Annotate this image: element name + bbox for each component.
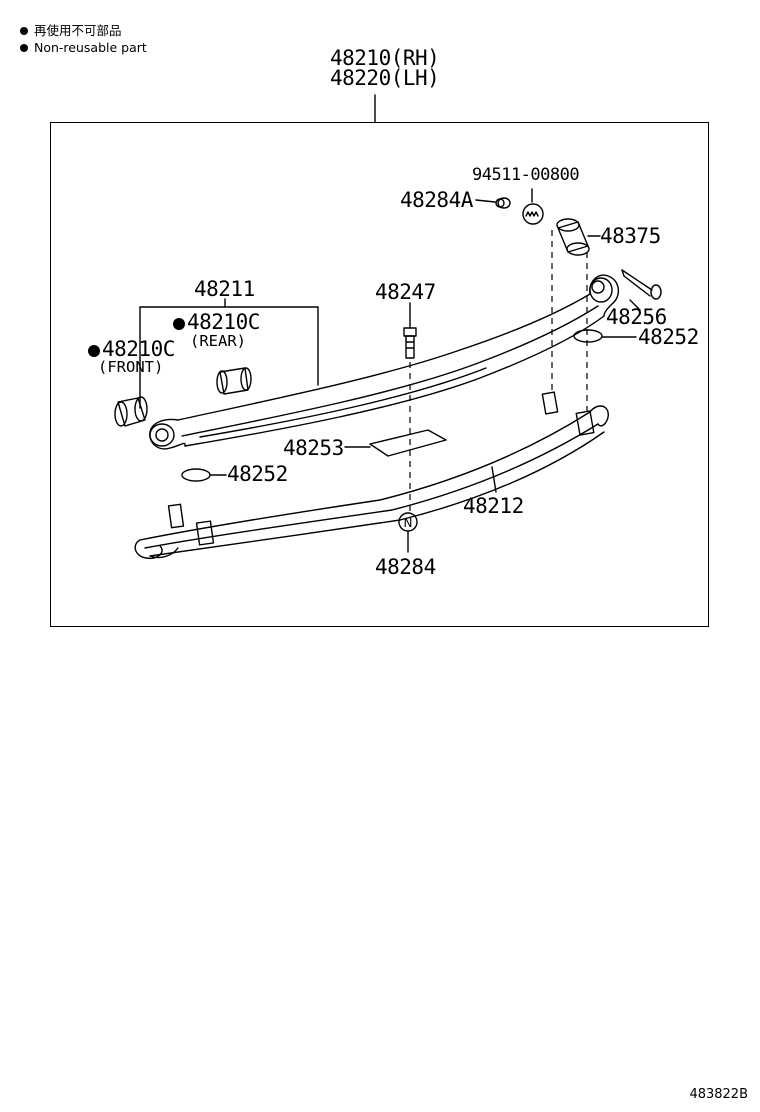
part-label-48284A[interactable]: 48284A xyxy=(400,188,473,212)
part-label-48210C-rear-number: 48210C xyxy=(187,310,260,334)
part-label-48211[interactable]: 48211 xyxy=(194,277,255,301)
rear-bushing xyxy=(216,367,252,395)
bullet-icon xyxy=(20,26,28,35)
assembly-label: 48210(RH) 48220(LH) xyxy=(330,46,440,90)
part-note-rear: (REAR) xyxy=(190,332,246,350)
part-label-48247[interactable]: 48247 xyxy=(375,280,436,304)
leader-48256 xyxy=(629,299,641,311)
legend-row-japanese: 再使用不可部品 xyxy=(20,22,147,39)
diagram-frame xyxy=(50,122,709,627)
part-label-48252-right[interactable]: 48252 xyxy=(638,325,699,349)
bushing-48375 xyxy=(556,218,590,256)
main-leaf xyxy=(149,274,619,450)
nut-94511-00800 xyxy=(522,203,544,225)
nut-48284-circle xyxy=(398,512,418,532)
part-label-94511-00800[interactable]: 94511-00800 xyxy=(472,165,580,185)
legend-text-japanese: 再使用不可部品 xyxy=(34,23,122,38)
assembly-rh-number[interactable]: 48210(RH) xyxy=(330,46,440,70)
legend: 再使用不可部品 Non-reusable part xyxy=(20,22,147,56)
part-note-front: (FRONT) xyxy=(98,358,164,376)
assembly-lh-number[interactable]: 48220(LH) xyxy=(330,66,440,90)
front-bushing xyxy=(114,396,148,427)
disc-48252-right xyxy=(573,329,603,343)
leader-48284A xyxy=(475,199,496,203)
legend-row-english: Non-reusable part xyxy=(20,39,147,56)
plate-48253 xyxy=(369,429,447,457)
part-label-48253[interactable]: 48253 xyxy=(283,436,344,460)
center-bolt-48247 xyxy=(403,327,417,359)
bracket-48211 xyxy=(139,306,319,409)
nut-marker-letter: N xyxy=(404,516,413,530)
part-label-48252-left[interactable]: 48252 xyxy=(227,462,288,486)
reference-code: 483822B xyxy=(689,1087,748,1102)
nut-48284A xyxy=(495,197,511,209)
part-label-48375[interactable]: 48375 xyxy=(600,224,661,248)
part-label-48210C-rear[interactable]: 48210C xyxy=(173,311,260,333)
part-label-48256[interactable]: 48256 xyxy=(606,305,667,329)
part-label-48210C-front-number: 48210C xyxy=(102,337,175,361)
non-reusable-bullet-icon xyxy=(173,318,185,330)
legend-text-english: Non-reusable part xyxy=(34,40,147,55)
non-reusable-bullet-icon xyxy=(88,345,100,357)
part-label-48210C-front[interactable]: 48210C xyxy=(88,338,175,360)
part-label-48284[interactable]: 48284 xyxy=(375,555,436,579)
disc-48252-left xyxy=(181,468,211,482)
lower-leaf xyxy=(134,391,610,560)
leader-48212 xyxy=(491,466,497,493)
part-label-48212[interactable]: 48212 xyxy=(463,494,524,518)
bolt-48256 xyxy=(621,269,662,300)
bullet-icon xyxy=(20,43,28,52)
